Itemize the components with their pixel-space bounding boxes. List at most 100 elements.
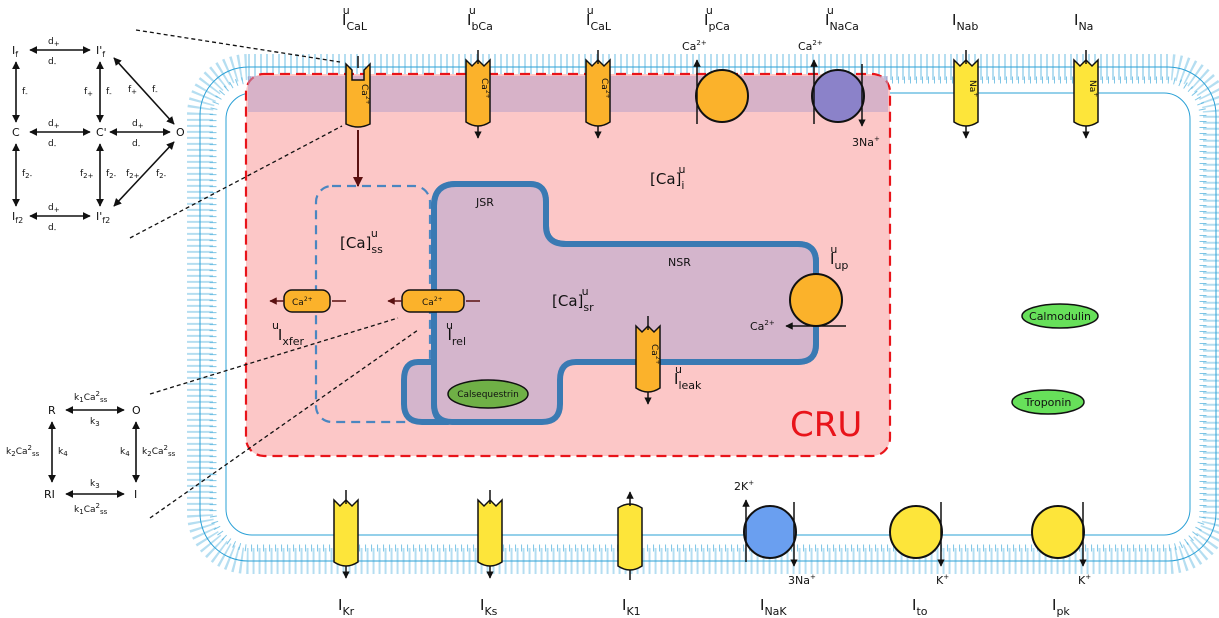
ca-i-label: [Ca]iu [650,163,685,192]
nsr-label: NSR [668,256,691,269]
ito-channel: K+ [889,502,949,587]
svg-text:Ipk: Ipk [1052,596,1070,618]
svg-text:R: R [48,404,56,417]
lcc-markov-model: If I'f C C' O If2 I'f2 d+ d- d+ d- d+ d-… [12,37,185,234]
svg-text:k2Ca2ss: k2Ca2ss [142,444,176,458]
svg-text:I'f: I'f [96,44,105,59]
inak-pump: 2K+ 3Na+ [734,479,816,587]
svg-text:O: O [176,126,185,139]
ca-sr-label: [Ca]sru [552,285,594,314]
svg-text:f2-: f2- [22,169,33,180]
svg-text:ICaLu: ICaLu [342,4,368,33]
svg-text:ICaLu: ICaLu [586,4,612,33]
svg-text:I'f2: I'f2 [96,210,110,225]
svg-text:IpCau: IpCau [704,4,730,33]
svg-text:INab: INab [952,11,978,33]
svg-text:d-: d- [48,223,57,234]
svg-text:f+: f+ [128,85,137,96]
svg-text:3Na+: 3Na+ [852,135,880,149]
svg-text:d-: d- [132,139,141,150]
svg-text:k3: k3 [90,479,100,490]
svg-text:d-: d- [48,57,57,68]
zoom-lines [129,29,419,519]
svg-text:IbCau: IbCau [467,4,493,33]
svg-text:IKs: IKs [480,596,498,618]
top-current-labels: ICaLu IbCau ICaLu IpCau INaCau INab INa [342,4,1093,33]
icacl-channel-1: Ca2+ [345,56,371,187]
iup-serca-pump: Ca2+ Iupu [750,243,848,333]
ixfer-transporter: Ca2+ Ixferu [269,289,346,348]
svg-text:C: C [12,126,20,139]
calmodulin-buffer: Calmodulin [1021,303,1099,329]
svg-text:I: I [134,488,137,501]
svg-text:2K+: 2K+ [734,479,754,493]
svg-text:d+: d+ [48,37,60,48]
bottom-current-labels: IKr IKs IK1 INaK Ito Ipk [338,596,1070,618]
svg-text:Ca2+: Ca2+ [359,84,371,105]
svg-text:f+: f+ [84,87,93,98]
svg-text:Irelu: Irelu [446,319,466,348]
ik1-channel [617,491,643,580]
svg-text:Ito: Ito [912,596,928,618]
svg-text:k3: k3 [90,417,100,428]
svg-text:d+: d+ [48,119,60,130]
svg-text:Calsequestrin: Calsequestrin [457,390,519,400]
svg-text:O: O [132,404,141,417]
svg-text:Ileaku: Ileaku [674,363,702,392]
ipca-pump: Ca2+ [682,39,749,124]
cru-label: CRU [790,405,862,445]
svg-text:Ixferu: Ixferu [272,319,304,348]
svg-text:k2Ca2ss: k2Ca2ss [6,444,40,458]
svg-text:f-: f- [106,87,112,98]
calsequestrin-buffer: Calsequestrin [447,379,529,409]
irel-ryr: Ca2+ Irelu [387,289,480,348]
icacl-channel-2: Ca2+ [585,50,611,139]
ryr-markov-model: R O RI I k1Ca2ss k3 k3 k1Ca2ss k2Ca2ss k… [6,390,176,516]
ipk-channel: K+ [1031,502,1091,587]
svg-text:f2+: f2+ [126,169,140,180]
svg-text:IKr: IKr [338,596,355,618]
svg-text:d+: d+ [132,119,144,130]
svg-text:If2: If2 [12,210,23,225]
svg-text:f-: f- [22,87,28,98]
svg-text:Ca2+: Ca2+ [422,296,443,308]
svg-text:d-: d- [48,139,57,150]
svg-text:Iupu: Iupu [830,243,848,272]
troponin-buffer: Troponin [1011,389,1085,415]
svg-text:3Na+: 3Na+ [788,573,816,587]
svg-text:RI: RI [44,488,55,501]
ikr-channel [333,490,359,579]
svg-text:f2-: f2- [156,169,167,180]
svg-text:k4: k4 [58,447,68,458]
svg-text:Ca2+: Ca2+ [599,78,611,99]
svg-text:k1Ca2ss: k1Ca2ss [74,502,108,516]
svg-text:Ca2+: Ca2+ [292,296,313,308]
svg-text:Ca2+: Ca2+ [682,39,707,53]
svg-text:Ca2+: Ca2+ [479,78,491,99]
svg-text:INaCau: INaCau [825,4,859,33]
svg-text:Ca2+: Ca2+ [649,344,661,365]
jsr-label: JSR [475,196,494,209]
svg-text:Na+: Na+ [967,80,979,97]
inaca-exchanger: Ca2+ 3Na+ [798,39,880,149]
svg-text:Calmodulin: Calmodulin [1029,310,1091,323]
svg-text:k1Ca2ss: k1Ca2ss [74,390,108,404]
inab-channel: Na+ [953,50,979,139]
svg-text:Ca2+: Ca2+ [750,319,775,333]
ina-channel: Na+ [1073,50,1099,139]
svg-text:K+: K+ [1078,573,1091,587]
svg-text:C': C' [96,126,107,139]
ibca-channel: Ca2+ [465,50,491,139]
svg-text:Troponin: Troponin [1024,396,1072,409]
iks-channel [477,490,503,579]
svg-text:IK1: IK1 [622,596,641,618]
svg-text:d+: d+ [48,203,60,214]
svg-text:K+: K+ [936,573,949,587]
svg-text:INaK: INaK [760,596,787,618]
svg-text:f-: f- [152,85,158,96]
ca-ss-label: [Ca]ssu [340,227,383,256]
ileak-channel: Ca2+ Ileaku [635,316,702,405]
svg-text:f2+: f2+ [80,169,94,180]
svg-text:Ca2+: Ca2+ [798,39,823,53]
